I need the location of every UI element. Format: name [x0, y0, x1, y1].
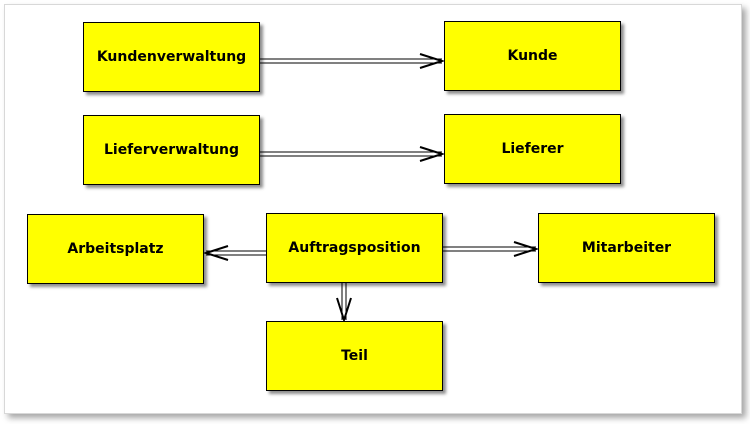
- node-label: Teil: [341, 348, 368, 364]
- node-lieferverwaltung[interactable]: Lieferverwaltung: [83, 115, 260, 185]
- node-mitarbeiter[interactable]: Mitarbeiter: [538, 213, 715, 283]
- node-label: Lieferer: [501, 141, 564, 157]
- node-lieferer[interactable]: Lieferer: [444, 114, 621, 184]
- node-kundenverwaltung[interactable]: Kundenverwaltung: [83, 22, 260, 92]
- node-label: Lieferverwaltung: [103, 142, 240, 158]
- node-label: Arbeitsplatz: [67, 241, 164, 257]
- node-arbeitsplatz[interactable]: Arbeitsplatz: [27, 214, 204, 284]
- node-teil[interactable]: Teil: [266, 321, 443, 391]
- node-label: Auftragsposition: [288, 240, 421, 256]
- node-label: Mitarbeiter: [581, 240, 672, 256]
- node-kunde[interactable]: Kunde: [444, 21, 621, 91]
- node-label: Kunde: [507, 48, 558, 64]
- node-auftragsposition[interactable]: Auftragsposition: [266, 213, 443, 283]
- node-label: Kundenverwaltung: [96, 49, 247, 65]
